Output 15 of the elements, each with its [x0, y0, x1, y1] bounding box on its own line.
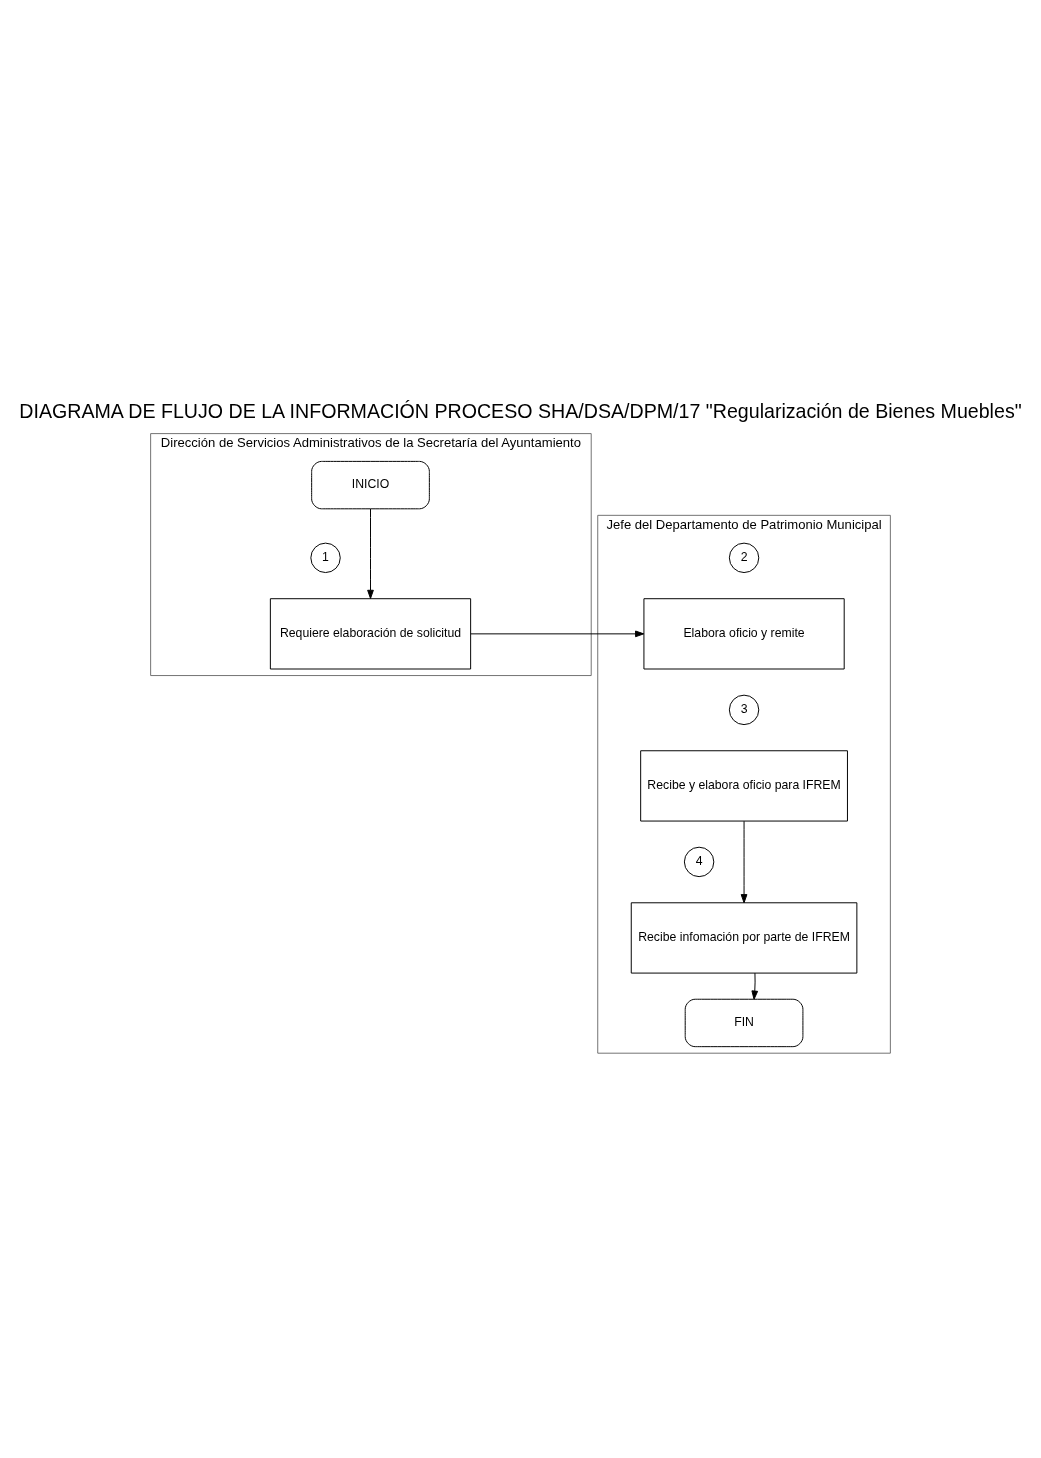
diagram-title: DIAGRAMA DE FLUJO DE LA INFORMACIÓN PROCESO SHA/DSA/DPM/17 "Regularización de Bienes Muebles" — [19, 399, 1022, 422]
node-circle: 3 — [728, 694, 760, 725]
node-box: Recibe y elabora oficio para IFREM — [640, 749, 848, 822]
arrow — [470, 630, 645, 637]
node-box: Requiere elaboración de solicitud — [269, 597, 472, 669]
node-circle: 4 — [683, 846, 715, 877]
node-circle: 1 — [310, 542, 341, 573]
arrow — [367, 507, 374, 599]
arrow — [751, 972, 759, 1000]
arrow — [740, 820, 748, 903]
node-box: Recibe infomación por parte de IFREM — [630, 901, 858, 974]
node-box: FIN — [684, 998, 804, 1047]
node-box: Elabora oficio y remite — [643, 597, 845, 669]
node-box: INICIO — [311, 460, 430, 509]
node-circle: 2 — [728, 542, 760, 573]
